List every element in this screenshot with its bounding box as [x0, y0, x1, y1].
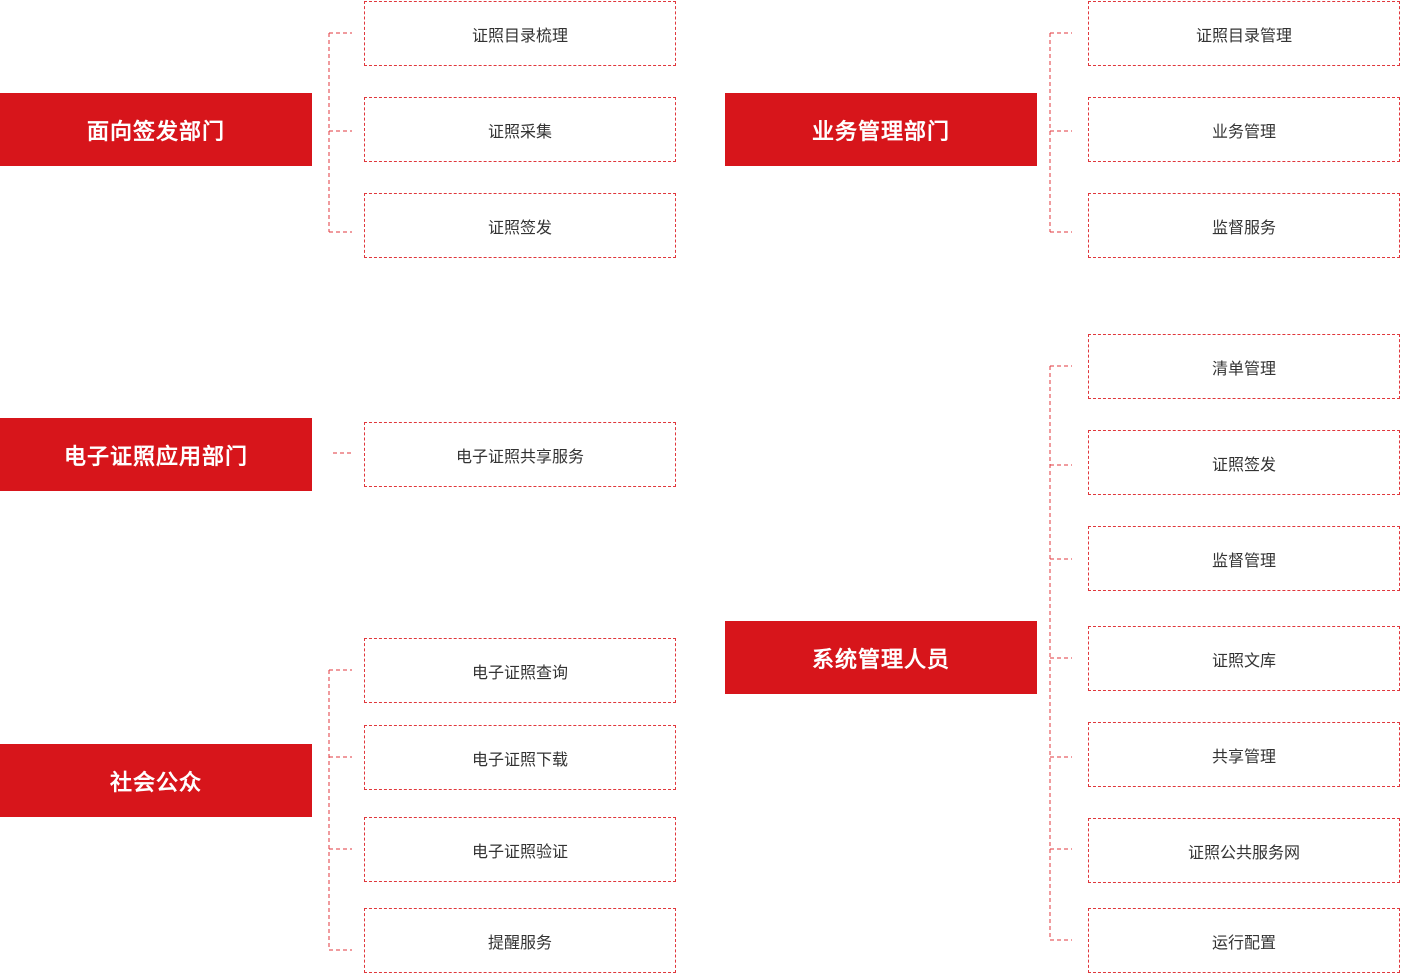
- item-sys-share: 共享管理: [1088, 722, 1400, 787]
- item-app-share: 电子证照共享服务: [364, 422, 676, 487]
- connector-business: [1049, 32, 1072, 233]
- item-sys-config: 运行配置: [1088, 908, 1400, 973]
- role-issuing-dept: 面向签发部门: [0, 93, 312, 166]
- item-sys-library: 证照文库: [1088, 626, 1400, 691]
- item-issuing-catalog: 证照目录梳理: [364, 1, 676, 66]
- item-business-manage: 业务管理: [1088, 97, 1400, 162]
- item-public-query: 电子证照查询: [364, 638, 676, 703]
- item-issuing-collect: 证照采集: [364, 97, 676, 162]
- role-public: 社会公众: [0, 744, 312, 817]
- item-public-download: 电子证照下载: [364, 725, 676, 790]
- item-sys-supervise: 监督管理: [1088, 526, 1400, 591]
- connector-issuing: [328, 32, 352, 233]
- item-public-verify: 电子证照验证: [364, 817, 676, 882]
- connector-sysadmin: [1049, 365, 1072, 941]
- item-sys-sign: 证照签发: [1088, 430, 1400, 495]
- role-business-dept: 业务管理部门: [725, 93, 1037, 166]
- item-issuing-sign: 证照签发: [364, 193, 676, 258]
- role-sysadmin: 系统管理人员: [725, 621, 1037, 694]
- connector-public: [328, 669, 352, 951]
- item-public-reminder: 提醒服务: [364, 908, 676, 973]
- item-sys-list: 清单管理: [1088, 334, 1400, 399]
- item-business-supervise: 监督服务: [1088, 193, 1400, 258]
- role-app-dept: 电子证照应用部门: [0, 418, 312, 491]
- item-sys-public-net: 证照公共服务网: [1088, 818, 1400, 883]
- item-business-catalog: 证照目录管理: [1088, 1, 1400, 66]
